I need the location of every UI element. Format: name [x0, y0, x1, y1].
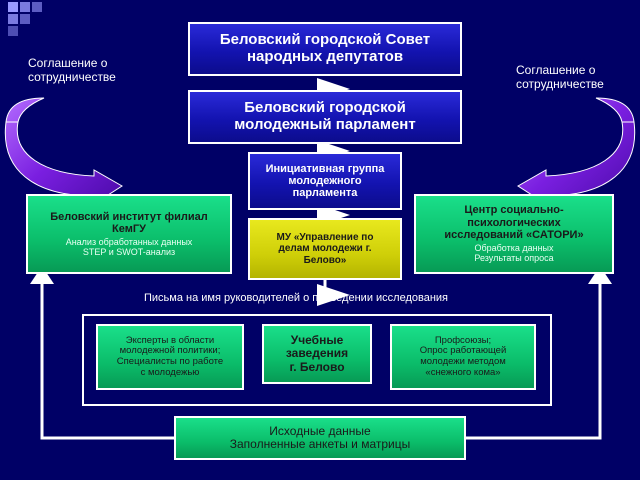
unions-line-4: «снежного кома»	[425, 366, 501, 378]
arrow-up-right-icon	[588, 266, 612, 284]
experts-line-1: Эксперты в области	[125, 334, 215, 346]
institute-line-1: Беловский институт филиал	[50, 210, 208, 223]
youth-department-box: МУ «Управление по делам молодежи г. Бело…	[248, 218, 402, 280]
youth-parliament-line-2: молодежный парламент	[234, 116, 416, 133]
institute-box: Беловский институт филиал КемГУ Анализ о…	[26, 194, 232, 274]
source-data-line-2: Заполненные анкеты и матрицы	[229, 437, 411, 451]
triangle-4-icon	[317, 284, 350, 306]
center-line-2: психологических	[467, 216, 561, 229]
initiative-line-3: парламента	[292, 187, 358, 200]
city-council-line-2: народных депутатов	[246, 48, 404, 65]
agreement-left-line-1: Соглашение о	[28, 56, 108, 70]
unions-line-1: Профсоюзы;	[434, 334, 492, 346]
mu-line-1: МУ «Управление по	[276, 232, 374, 244]
schools-line-3: г. Белово	[289, 359, 345, 374]
sources-frame	[82, 314, 552, 406]
curved-arrow-right-icon	[517, 97, 636, 205]
unions-line-3: молодежи методом	[420, 356, 506, 367]
schools-line-1: Учебные	[290, 332, 344, 347]
center-line-3: исследований «САТОРИ»	[444, 229, 584, 242]
agreement-right-caption: Соглашение о сотрудничестве	[516, 63, 636, 92]
arrow-up-left-icon	[30, 266, 54, 284]
experts-line-3: Специалисты по работе	[116, 356, 224, 367]
city-council-line-1: Беловский городской Совет	[219, 31, 431, 49]
center-line-1: Центр социально-	[464, 204, 564, 217]
experts-line-2: молодежной политики;	[119, 345, 221, 357]
agreement-right-line-2: сотрудничестве	[516, 77, 604, 92]
experts-line-4: с молодежью	[140, 366, 200, 378]
institute-sub-2: STEP и SWOT-анализ	[82, 247, 176, 258]
mu-line-3: Белово»	[303, 254, 347, 266]
schools-line-2: заведения	[285, 346, 349, 361]
center-sub-2: Результаты опроса	[474, 253, 554, 264]
mu-line-2: делам молодежи г.	[278, 243, 372, 255]
schools-box: Учебные заведения г. Белово	[262, 324, 372, 384]
experts-box: Эксперты в области молодежной политики; …	[96, 324, 244, 390]
institute-line-2: КемГУ	[112, 222, 146, 235]
youth-parliament-box: Беловский городской молодежный парламент	[188, 90, 462, 144]
letters-caption: Письма на имя руководителей о проведении…	[144, 292, 449, 304]
unions-box: Профсоюзы; Опрос работающей молодежи мет…	[390, 324, 536, 390]
satori-center-box: Центр социально- психологических исследо…	[414, 194, 614, 274]
curved-arrow-left-icon	[4, 97, 123, 205]
agreement-right-line-1: Соглашение о	[516, 63, 596, 77]
initiative-group-box: Инициативная группа молодежного парламен…	[248, 152, 402, 210]
center-sub-1: Обработка данных	[474, 243, 554, 254]
initiative-line-2: молодежного	[288, 174, 362, 187]
agreement-left-line-2: сотрудничестве	[28, 70, 116, 85]
city-council-box: Беловский городской Совет народных депут…	[188, 22, 462, 76]
youth-parliament-line-1: Беловский городской	[244, 99, 406, 117]
agreement-left-caption: Соглашение о сотрудничестве	[28, 56, 158, 85]
unions-line-2: Опрос работающей	[419, 345, 507, 357]
institute-sub-1: Анализ обработанных данных	[65, 237, 193, 248]
initiative-line-1: Инициативная группа	[265, 162, 385, 175]
source-data-line-1: Исходные данные	[269, 423, 371, 438]
feedback-lines	[40, 282, 602, 440]
source-data-box: Исходные данные Заполненные анкеты и мат…	[174, 416, 466, 460]
